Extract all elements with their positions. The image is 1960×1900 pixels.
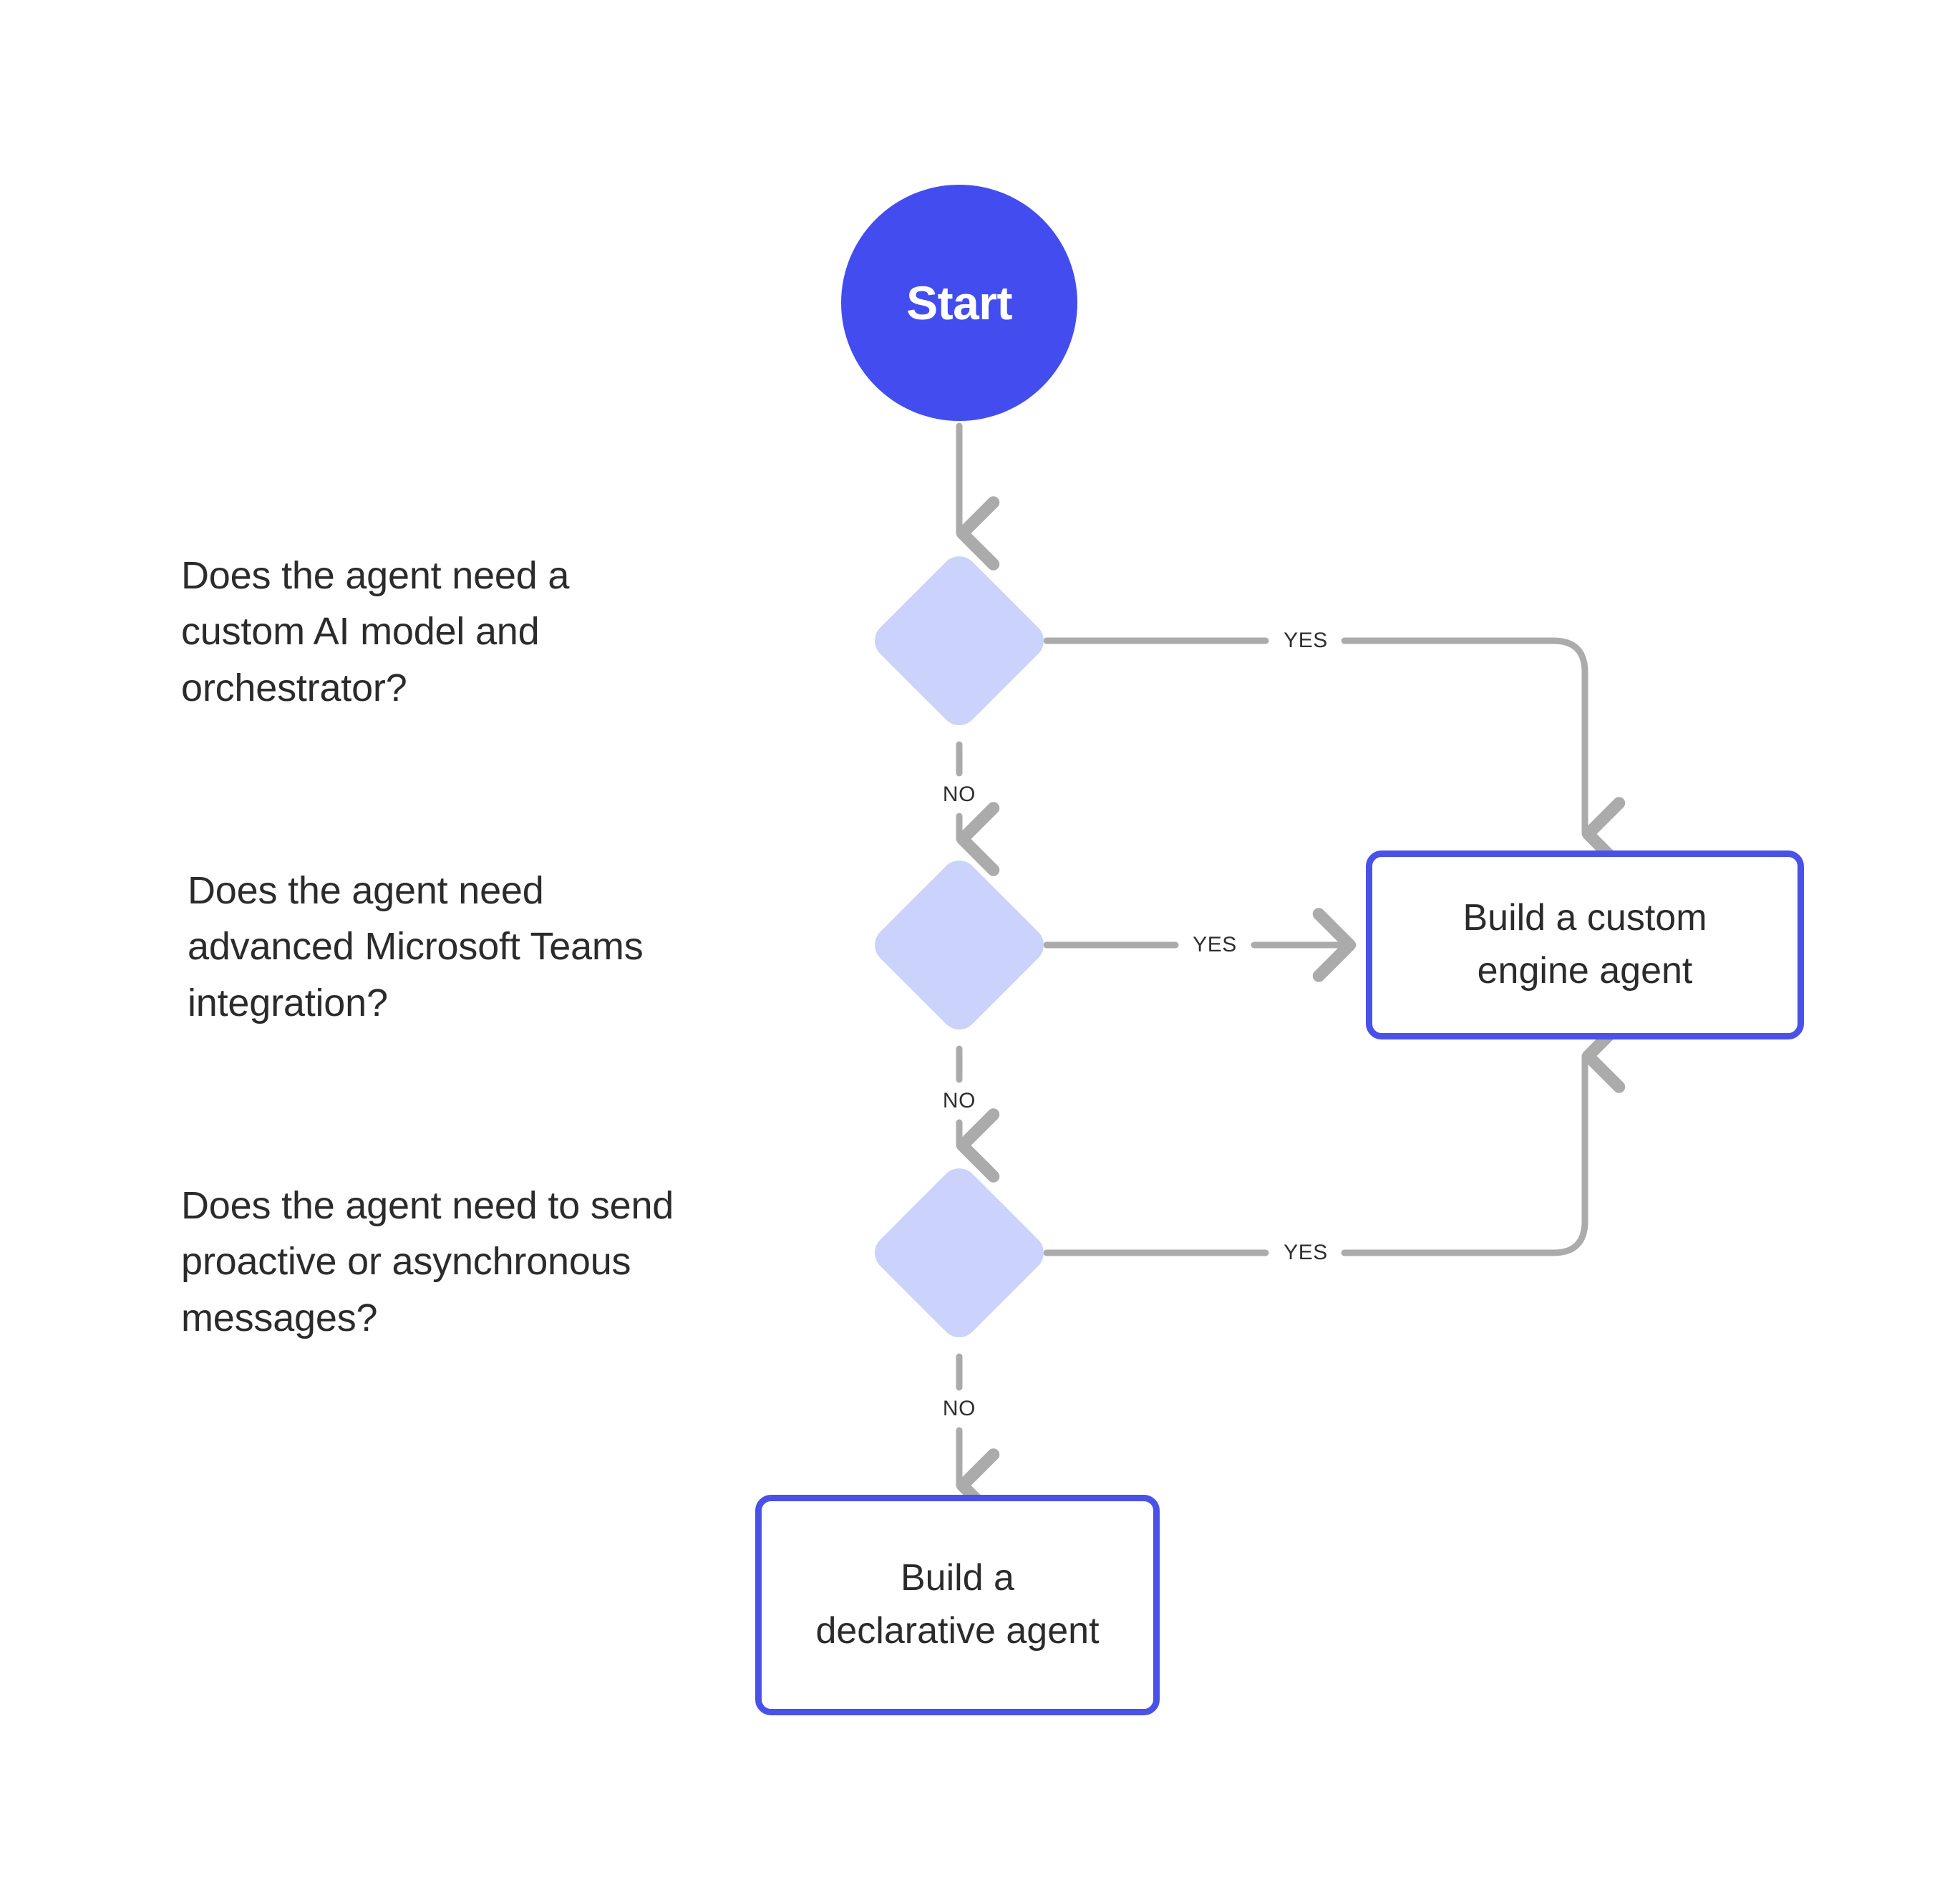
edge-label-decision3-yes: YES bbox=[1273, 1242, 1338, 1264]
decision-node-3[interactable] bbox=[867, 1160, 1052, 1345]
decision-node-1[interactable] bbox=[867, 548, 1052, 733]
decision-question-2: Does the agent need advanced Microsoft T… bbox=[188, 869, 644, 1024]
decision-question-3: Does the agent need to send proactive or… bbox=[181, 1184, 674, 1339]
decision-node-2[interactable] bbox=[867, 853, 1052, 1037]
outcome-declarative-agent[interactable]: Build a declarative agent bbox=[755, 1495, 1160, 1715]
edge-decision1-yes-right bbox=[1341, 637, 1626, 871]
decision-question-1: Does the agent need a custom AI model an… bbox=[181, 554, 570, 709]
edge-label-decision1-no: NO bbox=[932, 784, 986, 805]
start-node-label: Start bbox=[906, 276, 1012, 329]
edge-label-decision2-yes: YES bbox=[1183, 934, 1247, 956]
edge-label-decision2-no: NO bbox=[932, 1090, 986, 1112]
outcome-custom-engine-label: Build a custom engine agent bbox=[1462, 897, 1707, 992]
outcome-declarative-label: Build a declarative agent bbox=[815, 1557, 1100, 1652]
edge-decision3-yes-right bbox=[1341, 1019, 1626, 1256]
start-node[interactable]: Start bbox=[841, 185, 1077, 421]
outcome-custom-engine-agent[interactable]: Build a custom engine agent bbox=[1366, 850, 1804, 1039]
edge-label-decision1-yes: YES bbox=[1273, 630, 1338, 651]
edge-label-decision3-no: NO bbox=[932, 1398, 986, 1420]
